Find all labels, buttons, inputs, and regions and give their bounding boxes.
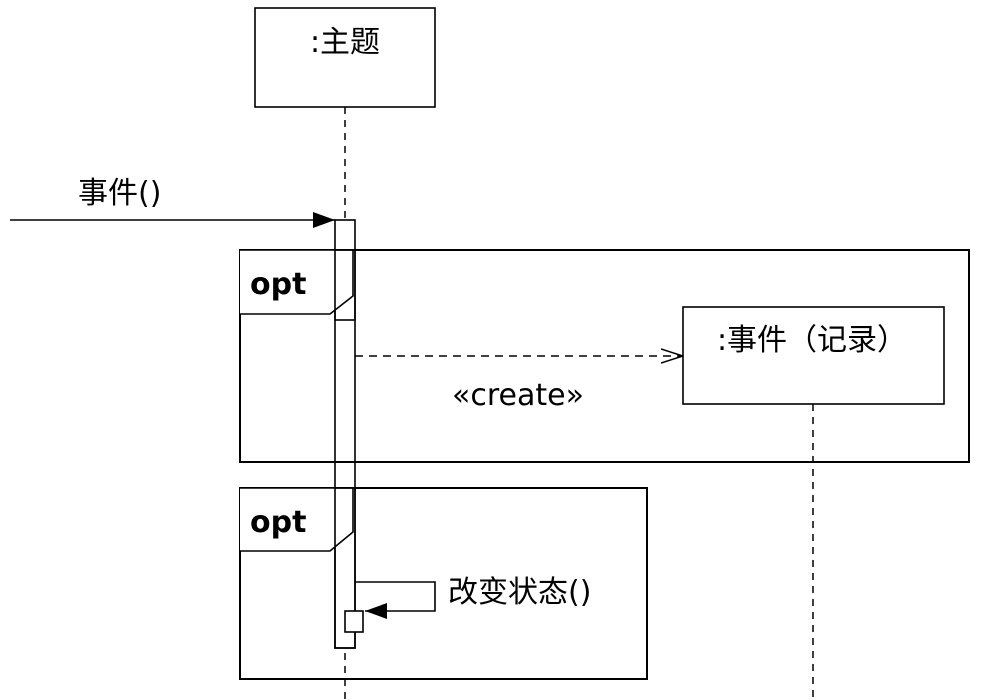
fragment-opt-1-tab xyxy=(240,249,354,315)
activation-bar-self-call xyxy=(344,610,364,633)
message-create-label: «create» xyxy=(452,378,584,413)
participant-subject[interactable]: :主题 xyxy=(254,7,436,108)
activation-bar-subject-overlay-2 xyxy=(334,487,356,649)
activation-bar-subject-overlay-1 xyxy=(334,249,356,321)
fragment-opt-1-frame xyxy=(239,249,970,463)
participant-event-record[interactable]: :事件（记录） xyxy=(682,306,945,405)
fragment-opt-2: opt xyxy=(239,487,648,680)
fragment-opt-1-operator: opt xyxy=(250,267,306,302)
message-change-state-line[interactable] xyxy=(355,581,436,619)
message-change-state-label: 改变状态() xyxy=(448,575,591,610)
message-event-label: 事件() xyxy=(78,176,161,211)
participant-event-record-label: :事件（记录） xyxy=(717,323,907,358)
fragment-opt-2-operator: opt xyxy=(250,505,306,540)
message-event-call[interactable]: 事件() xyxy=(10,176,335,228)
fragment-opt-1: opt xyxy=(239,249,970,463)
message-create[interactable]: «create» xyxy=(355,356,683,413)
participant-subject-label: :主题 xyxy=(310,25,380,60)
participant-subject-box[interactable] xyxy=(254,7,436,108)
fragment-opt-2-frame xyxy=(239,487,648,680)
fragment-opt-2-tab xyxy=(240,487,354,552)
message-change-state[interactable]: 改变状态() xyxy=(344,575,591,633)
participant-event-record-box[interactable] xyxy=(682,306,945,405)
